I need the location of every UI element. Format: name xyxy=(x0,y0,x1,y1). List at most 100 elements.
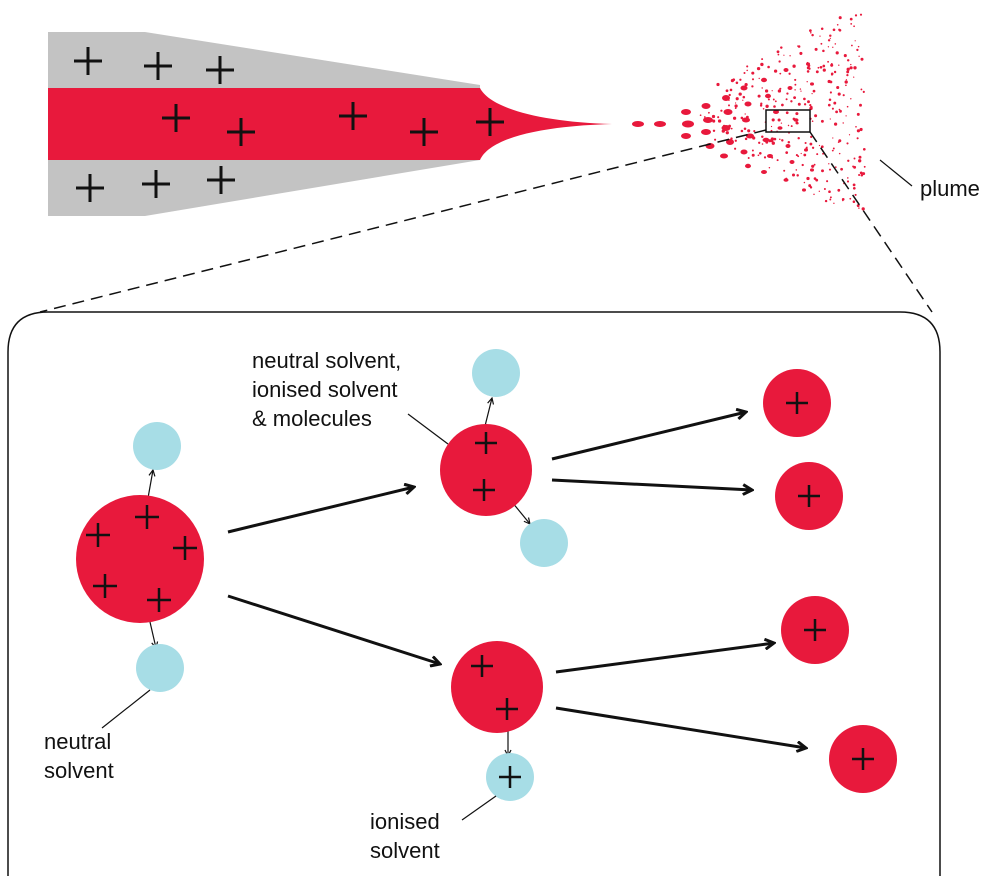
fine-droplet xyxy=(721,129,725,133)
fine-droplet xyxy=(779,72,782,75)
fine-droplet xyxy=(853,157,856,160)
fine-droplet xyxy=(833,70,837,74)
fine-droplet xyxy=(804,141,807,145)
fine-droplet xyxy=(803,153,807,157)
fine-droplet xyxy=(777,53,780,56)
fine-droplet xyxy=(746,65,749,68)
fine-droplet xyxy=(859,171,863,175)
gas-phase-ion xyxy=(775,462,843,530)
fine-droplet xyxy=(828,98,832,102)
fine-droplet xyxy=(725,89,729,93)
plume-fine-droplets xyxy=(699,13,866,211)
fine-droplet xyxy=(774,100,777,103)
fine-droplet xyxy=(805,147,808,150)
fine-droplet xyxy=(734,147,737,150)
fine-droplet xyxy=(779,138,781,141)
fine-droplet xyxy=(833,202,835,205)
gas-phase-ions xyxy=(763,369,897,793)
fine-droplet xyxy=(763,156,767,159)
fine-droplet xyxy=(846,59,850,62)
fine-droplet xyxy=(732,116,737,120)
fine-droplet xyxy=(752,136,756,140)
fine-droplet xyxy=(862,90,865,93)
fine-droplet xyxy=(728,124,731,128)
fine-droplet xyxy=(856,112,860,116)
capillary xyxy=(48,32,612,216)
zoom-box xyxy=(765,109,811,133)
fine-droplet xyxy=(767,65,770,69)
fine-droplet xyxy=(718,120,721,122)
fine-droplet xyxy=(838,16,842,20)
fine-droplet xyxy=(850,63,852,66)
offspring-droplet-lower xyxy=(451,641,543,733)
fine-droplet xyxy=(785,111,789,115)
fine-droplet xyxy=(858,207,860,209)
fine-droplet xyxy=(771,118,775,122)
fine-droplet xyxy=(742,95,746,99)
leader-line-neutral xyxy=(101,689,151,729)
fine-droplet xyxy=(814,114,818,118)
fine-droplet xyxy=(796,122,799,125)
label-mixed-line-3: & molecules xyxy=(252,406,372,431)
fine-droplet xyxy=(858,159,862,163)
fine-droplet xyxy=(779,87,782,90)
fine-droplet xyxy=(827,39,831,42)
fine-droplet xyxy=(795,169,798,171)
fine-droplet xyxy=(776,50,780,54)
fine-droplet xyxy=(722,97,726,100)
fine-droplet xyxy=(730,127,733,130)
fine-droplet xyxy=(860,173,864,177)
fine-droplet xyxy=(790,100,793,103)
fine-droplet xyxy=(859,13,863,16)
fine-droplet xyxy=(757,94,761,98)
fine-droplet xyxy=(771,90,773,92)
fine-droplet xyxy=(853,165,857,169)
fine-droplet xyxy=(806,66,810,70)
fission-arrows xyxy=(227,412,806,748)
fine-droplet xyxy=(839,110,842,113)
fine-droplet xyxy=(846,73,849,77)
fine-droplet xyxy=(841,197,845,201)
fine-droplet xyxy=(835,110,838,114)
gas-phase-ion xyxy=(763,369,831,437)
fine-droplet xyxy=(770,137,775,141)
fine-droplet xyxy=(751,85,754,88)
fine-droplet xyxy=(711,114,716,119)
projection-line-left xyxy=(39,129,767,313)
fine-droplet xyxy=(746,115,749,119)
eject-parent-up xyxy=(147,470,153,499)
projection-line-right xyxy=(809,131,933,313)
fine-droplet xyxy=(742,99,744,101)
fine-droplet xyxy=(776,159,779,162)
fine-droplet xyxy=(830,72,834,76)
fine-droplet xyxy=(846,67,850,71)
fine-droplet xyxy=(857,137,859,139)
fine-droplet xyxy=(830,63,834,67)
solvent-molecule xyxy=(472,349,520,397)
fine-droplet xyxy=(829,198,832,201)
fine-droplet xyxy=(785,151,789,154)
fine-droplet xyxy=(789,55,791,57)
fine-droplet xyxy=(860,88,863,91)
solvent-molecule xyxy=(136,644,184,692)
fine-droplet xyxy=(862,172,866,176)
fine-droplet xyxy=(729,88,733,92)
fine-droplet xyxy=(795,154,798,157)
fine-droplet xyxy=(812,89,816,93)
offspring-droplet-upper xyxy=(440,424,532,516)
fine-droplet xyxy=(751,71,755,75)
fine-droplet xyxy=(852,200,856,203)
fine-droplet xyxy=(790,125,793,128)
gas-phase-ion xyxy=(829,725,897,793)
fine-droplet xyxy=(794,83,797,86)
parent-droplet xyxy=(76,495,204,623)
fine-droplet xyxy=(838,29,842,32)
label-neutral-line-2: solvent xyxy=(44,758,114,783)
fine-droplet xyxy=(771,141,775,145)
fine-droplet xyxy=(832,147,835,150)
fine-droplet xyxy=(780,122,783,124)
fine-droplet xyxy=(843,54,847,58)
fine-droplet xyxy=(799,88,802,90)
fine-droplet xyxy=(744,113,746,115)
